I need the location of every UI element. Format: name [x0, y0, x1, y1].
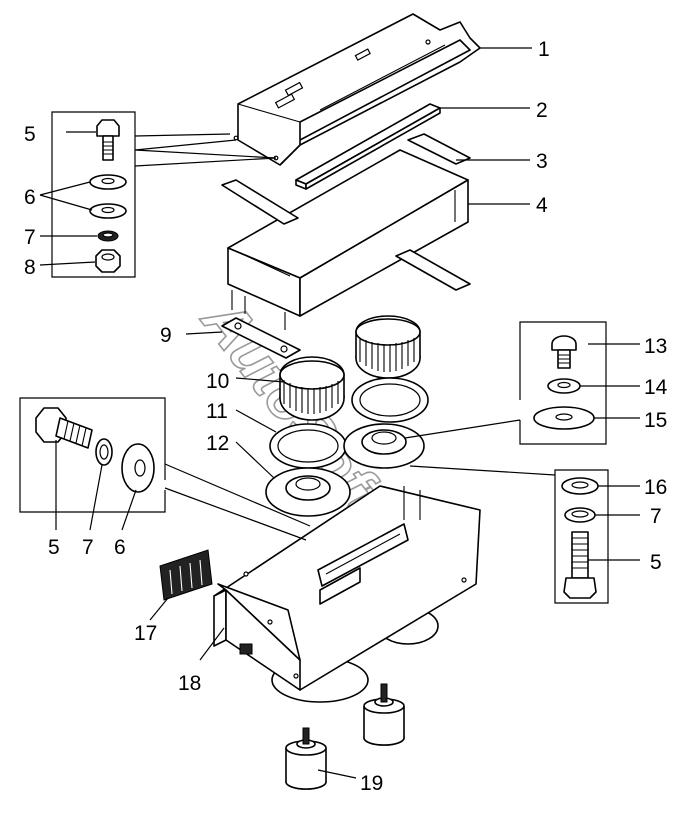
- label-8: 8: [24, 256, 36, 279]
- bolt-5-right: [563, 531, 597, 599]
- fastener-box-right-bottom: [554, 469, 609, 604]
- label-11: 11: [206, 400, 228, 423]
- label-6-top-left: 6: [24, 186, 36, 209]
- part-17-connector: [159, 549, 213, 601]
- label-5-bottom-left: 5: [48, 536, 60, 559]
- spring-washer-7-top: [97, 230, 119, 242]
- part-12-flange-right: [343, 423, 425, 469]
- label-17: 17: [134, 622, 157, 645]
- label-3: 3: [536, 150, 548, 173]
- part-10-impeller-left: [279, 356, 345, 421]
- label-9: 9: [160, 324, 172, 347]
- part-11-ring-left: [269, 423, 347, 469]
- spring-washer-7-right: [564, 507, 596, 523]
- label-12: 12: [206, 432, 229, 455]
- part-18-housing: [213, 485, 481, 703]
- fastener-box-left-top: [51, 111, 136, 278]
- fastener-box-left-bottom: [19, 397, 166, 513]
- label-4: 4: [536, 194, 548, 217]
- bolt-5-top: [96, 119, 120, 161]
- part-19-mount-right: [363, 683, 405, 746]
- washer-6-lower: [89, 203, 127, 219]
- bolt-5-left: [35, 407, 93, 449]
- part-4-air-duct: [221, 149, 471, 330]
- label-15: 15: [644, 409, 667, 432]
- label-16: 16: [644, 476, 667, 499]
- washer-15: [533, 406, 595, 430]
- leader-lines: [39, 47, 640, 779]
- part-10-impeller-right: [355, 315, 421, 379]
- label-19: 19: [360, 772, 383, 795]
- label-5-top-left: 5: [24, 123, 36, 146]
- washer-6-upper: [89, 174, 127, 190]
- part-11-ring-right: [351, 377, 429, 423]
- part-1-top-cover: [233, 13, 481, 166]
- label-5-right: 5: [650, 551, 662, 574]
- label-13: 13: [644, 335, 667, 358]
- label-10: 10: [206, 370, 229, 393]
- part-number-labels: 1 2 3 4 5 6 7 8 9 10 11 12 5 7 6 13 14 1…: [24, 38, 668, 795]
- washer-6-left: [121, 443, 155, 493]
- label-7-top-left: 7: [24, 226, 36, 249]
- label-6-bottom-left: 6: [114, 536, 126, 559]
- label-7-bottom-left: 7: [82, 536, 94, 559]
- label-18: 18: [178, 672, 201, 695]
- nut-8: [95, 249, 121, 273]
- part-9-plate: [221, 317, 301, 359]
- washer-16: [561, 477, 599, 495]
- part-19-mount-left: [285, 727, 327, 790]
- spring-washer-7-left: [95, 438, 113, 466]
- screw-13: [551, 335, 577, 369]
- label-7-right: 7: [650, 505, 662, 528]
- label-2: 2: [536, 99, 548, 122]
- part-3-gasket: [407, 133, 471, 165]
- label-1: 1: [538, 38, 550, 61]
- washer-14: [547, 378, 581, 394]
- label-14: 14: [644, 376, 668, 399]
- part-12-flange-left: [265, 467, 351, 517]
- fastener-box-right-top: [519, 321, 607, 445]
